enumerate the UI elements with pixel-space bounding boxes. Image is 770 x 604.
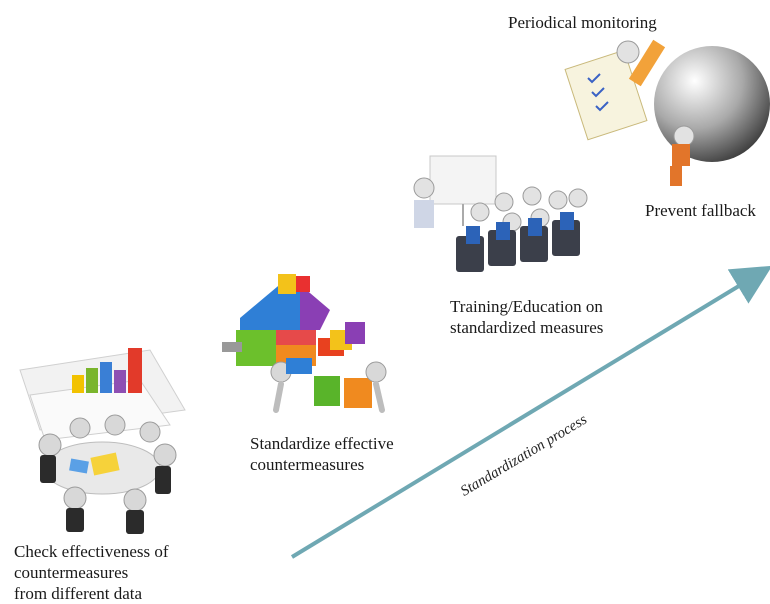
step-label-standardize: Standardize effective countermeasures: [250, 434, 394, 474]
step-label-monitoring: Periodical monitoring: [508, 13, 657, 32]
step-label-training: Training/Education on standardized measu…: [450, 297, 604, 337]
step-label-check: Check effectiveness of countermeasures f…: [14, 542, 169, 603]
step-label-fallback: Prevent fallback: [645, 201, 756, 220]
